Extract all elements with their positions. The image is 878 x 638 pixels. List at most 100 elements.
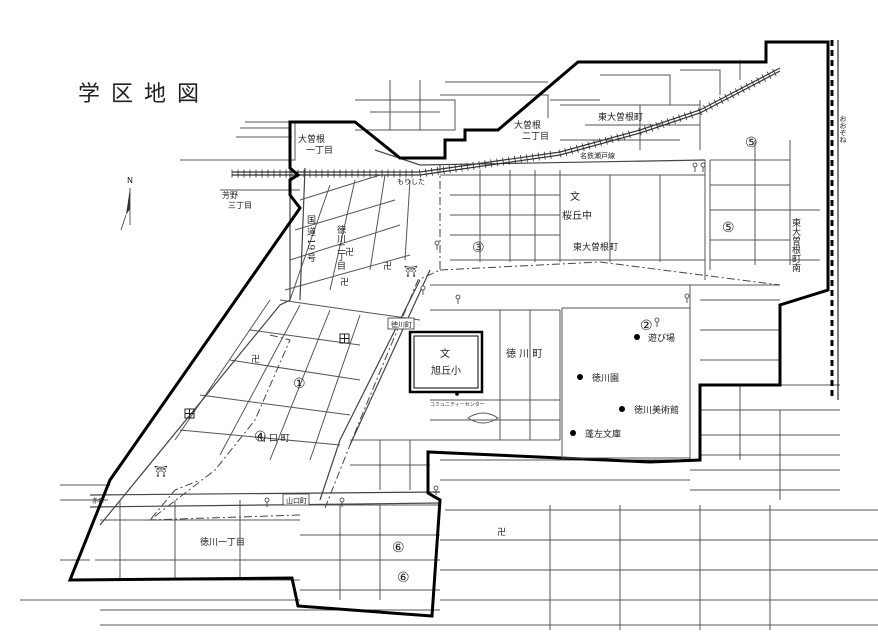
rail-tie [581,143,585,152]
rail-tie [448,165,451,174]
facilities: 遊び場 徳川園 徳川美術館 蓬左文庫 コミュニティーセンター [430,332,679,440]
svg-text:N: N [127,176,133,185]
pond [467,412,499,424]
rail-tie [766,71,772,79]
bus-stop-tokugawa-cho [387,317,415,330]
rail-tie [490,159,493,168]
rail-tie [644,125,648,134]
route-19-label: 国 道 19 号 [305,215,316,263]
rail-tie [756,77,761,85]
rail-tie [610,135,614,144]
facility-tokugawaen: 徳川園 [592,372,619,384]
rail-tie [442,166,445,175]
rail-tie [496,158,499,167]
shrine-icon: ⛩ [404,265,418,278]
meitetsu-seto-line [231,40,839,400]
rail-tie [525,154,528,163]
rail-tie [514,155,516,164]
rail-tie [419,169,421,178]
rail-tie [478,160,481,170]
facility-community: コミュニティーセンター [430,401,485,408]
rail-tie [424,168,427,177]
north-arrow-icon: N [120,176,133,231]
facility-dot-icon [455,392,459,396]
rail-tie [520,155,522,164]
temple-markers: 卍 卍 卍 卍 卍 [251,247,506,538]
area-ozone-1: 大曽根一丁目 [298,133,333,156]
rail-tie [558,149,562,158]
school-asahigaoka: 文 旭丘小 [431,347,461,377]
area-higashi-ozone-minami: 東大曽根町南 [790,217,801,272]
dash-dot-routes [147,165,781,521]
shrine-markers: ⛩ ⛩ [154,265,418,478]
rail-tie [672,116,676,125]
pin-icon [455,294,461,300]
asahigaoka-school-block [408,330,484,394]
pin-icon [433,485,439,491]
rail-tie [599,138,602,147]
rail-tie [750,79,756,88]
rail-tie [460,163,463,172]
facility-dot-icon [619,406,625,412]
temple-icon: 卍 [251,354,260,365]
rail-tie [484,160,487,169]
shrine-icon: ⛩ [154,465,168,478]
pin-icon [692,162,698,168]
zone-marker-2: ② [640,318,653,334]
zone-marker-5a: ⑤ [745,135,758,151]
tokugawaen-area [561,307,691,459]
school-district-boundary [67,40,830,618]
rail-tie [508,156,511,165]
rail-tie [593,139,597,148]
station-morishita: もりした [397,178,425,186]
pin-icon [700,162,706,168]
svg-text:旭丘小: 旭丘小 [431,365,461,377]
area-tokugawa-cho: 徳 川 町 [506,347,542,360]
station-ozone: おおぞね [839,115,847,143]
rail-tie [740,85,745,93]
street-grid [20,60,878,630]
bus-stop-yamaguchi [282,493,310,506]
rail-tie [454,164,457,173]
rail-tie [708,102,713,110]
area-yoshino: 芳野三丁目 [222,190,252,210]
rail-tie [719,96,724,105]
facility-dot-icon [634,334,640,340]
rail-tie [772,68,777,77]
school-mark-icon: 文 [440,347,450,360]
pin-icon [420,285,426,291]
rail-tie [564,147,568,156]
rail-tie [627,130,631,139]
rail-tie [622,132,626,140]
zone-marker-1: ① [293,376,306,392]
rail-tie [703,104,708,113]
rail-tie [649,123,654,132]
facility-dot-icon [577,374,583,380]
rail-tie [761,74,766,82]
area-yamaguchi: 山 口 町 [257,433,290,444]
pin-icon [339,497,345,503]
svg-text:桜丘中: 桜丘中 [562,209,592,222]
rail-tie [724,93,729,102]
rail-tie [683,112,688,121]
pin-markers [264,162,706,507]
rail-tie [587,141,591,150]
rail-tie [655,121,659,130]
svg-text:徳川町: 徳川町 [391,320,412,329]
pin-icon [434,240,440,246]
rail-tie [604,136,608,145]
zone-marker-4: ④ [254,429,267,445]
bus-stops: 徳川町 山口町 赤塚 [92,317,415,506]
rail-tie [666,118,671,126]
pin-icon [684,293,690,299]
svg-text:山口町: 山口町 [286,496,307,505]
zone-marker-6a: ⑥ [392,540,405,556]
rail-tie [531,153,534,162]
zone-marker-5b: ⑤ [722,220,735,236]
rail-tie [570,146,574,155]
rail-tie [616,133,620,142]
rail-line-label: 名鉄瀬戸線 [580,151,615,160]
zone-marker-6b: ⑥ [397,570,410,586]
rail-tie [543,151,546,160]
rail-tie [745,82,751,91]
